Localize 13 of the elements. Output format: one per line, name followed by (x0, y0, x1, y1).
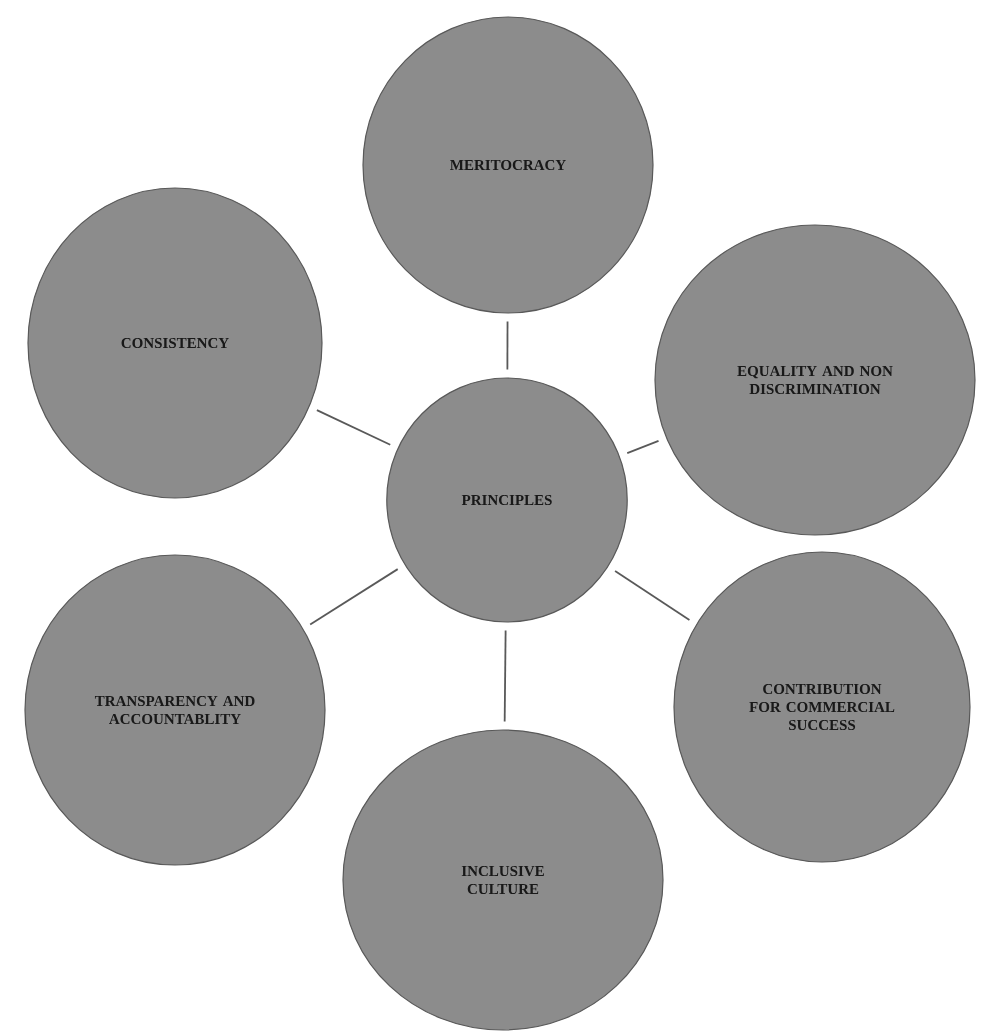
circle-node: PRINCIPLES (386, 377, 628, 623)
circle-node: EQUALITY AND NON DISCRIMINATION (654, 224, 976, 536)
circle-node: INCLUSIVE CULTURE (342, 729, 664, 1031)
circle-node: CONSISTENCY (27, 187, 323, 499)
connector-line (506, 320, 509, 371)
connector-line (626, 440, 660, 455)
circle-node: MERITOCRACY (362, 16, 654, 314)
circle-node: TRANSPARENCY AND ACCOUNTABLITY (24, 554, 326, 866)
connector-line (316, 409, 392, 446)
connector-line (309, 568, 399, 626)
connector-line (614, 570, 691, 621)
connector-line (503, 629, 507, 723)
circle-node: CONTRIBUTION FOR COMMERCIAL SUCCESS (673, 551, 971, 863)
